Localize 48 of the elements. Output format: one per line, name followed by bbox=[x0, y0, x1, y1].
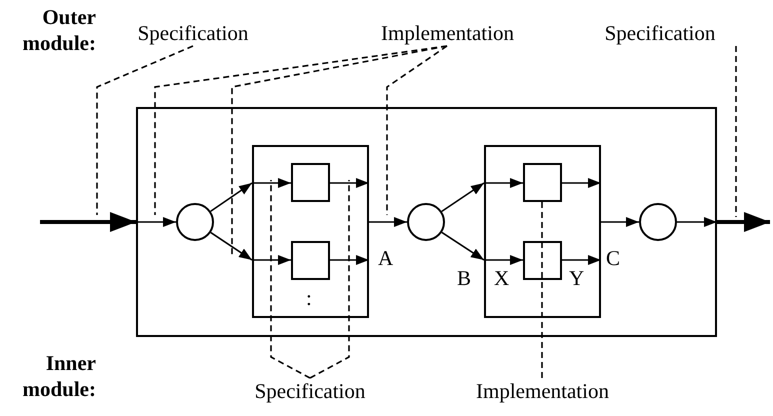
arrow bbox=[252, 255, 291, 265]
leader-line bbox=[541, 202, 543, 378]
annotation-text: Specification bbox=[585, 20, 735, 46]
arrow bbox=[562, 255, 601, 265]
continuation-mark: : bbox=[306, 286, 312, 310]
arrow bbox=[484, 255, 523, 265]
arrow bbox=[330, 178, 369, 188]
leader-line bbox=[735, 46, 737, 217]
point-label: X bbox=[494, 266, 510, 290]
arrow bbox=[562, 178, 601, 188]
arrow bbox=[441, 182, 484, 212]
leader-line bbox=[231, 45, 448, 257]
annotation-text: Specification bbox=[240, 378, 380, 404]
arrow bbox=[330, 255, 369, 265]
point-label: A bbox=[378, 246, 394, 270]
point-label: Y bbox=[569, 266, 584, 290]
arrow bbox=[210, 182, 252, 212]
process-box bbox=[291, 241, 330, 280]
arrow bbox=[136, 217, 176, 227]
annotation-text: Specification bbox=[118, 20, 268, 46]
annotation-text: Implementation bbox=[455, 378, 630, 404]
point-label: B bbox=[457, 266, 472, 290]
arrow bbox=[252, 178, 291, 188]
circle-node bbox=[407, 203, 445, 241]
arrow bbox=[677, 217, 717, 227]
section-label: Inner module: bbox=[22, 350, 96, 402]
module-box bbox=[252, 145, 369, 318]
arrow bbox=[717, 212, 770, 232]
process-box bbox=[291, 163, 330, 202]
arrow bbox=[484, 178, 523, 188]
module-box bbox=[136, 107, 717, 337]
arrow bbox=[369, 217, 407, 227]
module-box bbox=[484, 145, 601, 318]
leader-line bbox=[386, 45, 448, 215]
circle-node bbox=[176, 203, 214, 241]
point-label: C bbox=[606, 246, 620, 270]
arrow bbox=[210, 232, 252, 261]
leader-line bbox=[270, 180, 310, 379]
circle-node bbox=[639, 203, 677, 241]
arrow bbox=[441, 232, 484, 261]
section-label: Outer module: bbox=[22, 4, 96, 56]
annotation-text: Implementation bbox=[360, 20, 535, 46]
leader-line bbox=[96, 45, 194, 215]
process-box bbox=[523, 241, 562, 280]
process-box bbox=[523, 163, 562, 202]
arrow bbox=[601, 217, 639, 227]
leader-line bbox=[310, 180, 350, 379]
arrow bbox=[40, 212, 136, 232]
